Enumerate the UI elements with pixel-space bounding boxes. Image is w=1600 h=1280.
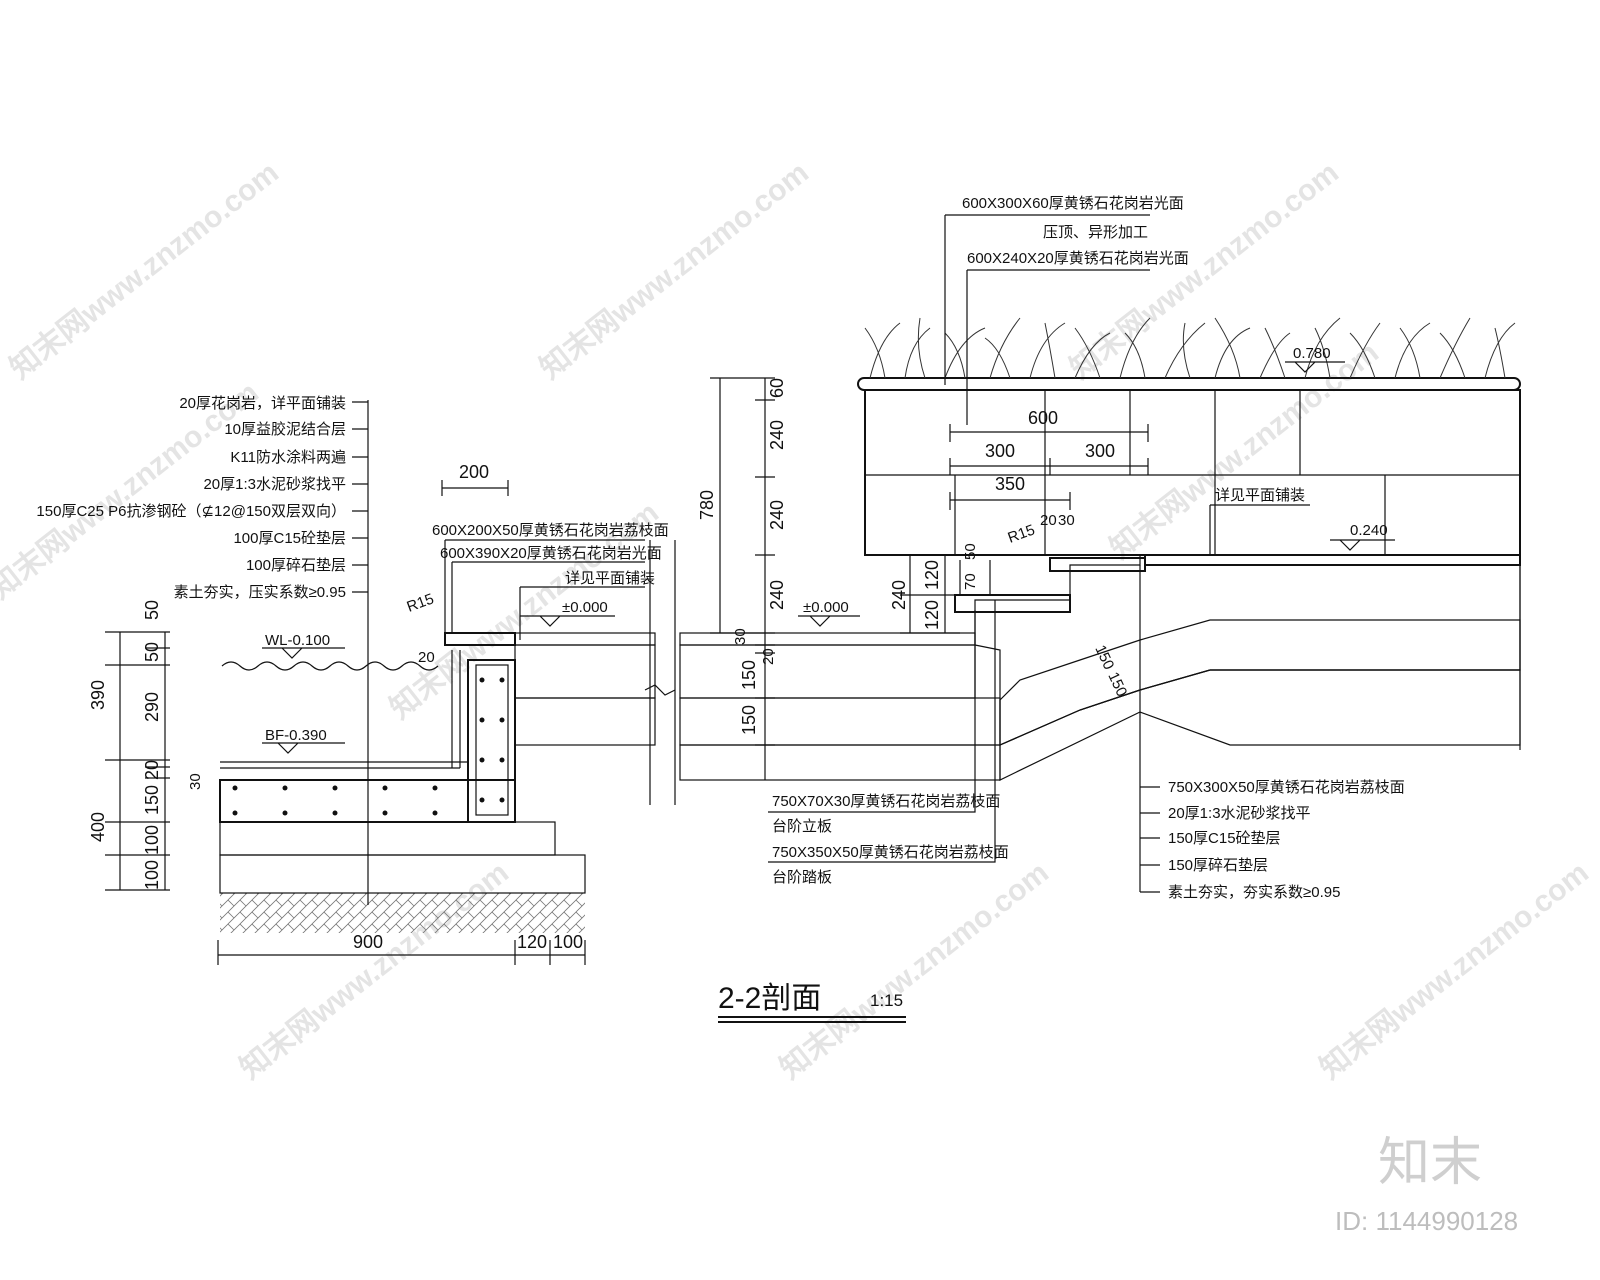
svg-text:750X300X50厚黄锈石花岗岩荔枝面: 750X300X50厚黄锈石花岗岩荔枝面 <box>1168 779 1405 796</box>
svg-text:50: 50 <box>142 600 162 620</box>
svg-text:150: 150 <box>739 660 759 690</box>
svg-text:240: 240 <box>767 580 787 610</box>
coping-notes: 600X200X50厚黄锈石花岗岩荔枝面 600X390X20厚黄锈石花岗岩光面… <box>405 462 669 666</box>
svg-text:150厚C25 P6抗渗钢砼（⊈12@150双层双向）: 150厚C25 P6抗渗钢砼（⊈12@150双层双向） <box>36 503 346 520</box>
svg-text:60: 60 <box>767 378 787 398</box>
svg-text:台阶立板: 台阶立板 <box>772 817 832 835</box>
svg-text:150: 150 <box>142 785 162 815</box>
dims-bottom: 900 120 100 <box>217 932 586 965</box>
svg-text:350: 350 <box>995 474 1025 494</box>
svg-text:详见平面铺装: 详见平面铺装 <box>1215 487 1305 504</box>
svg-text:BF-0.390: BF-0.390 <box>265 727 327 744</box>
svg-text:10厚益胶泥结合层: 10厚益胶泥结合层 <box>224 421 346 438</box>
watermark: 知末网www.znzmo.com <box>234 856 515 1086</box>
title-name: 2-2剖面 <box>718 982 821 1015</box>
svg-text:400: 400 <box>88 812 108 842</box>
svg-text:素土夯实，夯实系数≥0.95: 素土夯实，夯实系数≥0.95 <box>1168 884 1340 901</box>
svg-text:素土夯实，压实系数≥0.95: 素土夯实，压实系数≥0.95 <box>174 584 346 601</box>
svg-text:150: 150 <box>1091 643 1117 673</box>
svg-text:R15: R15 <box>405 590 437 615</box>
svg-text:300: 300 <box>1085 441 1115 461</box>
pool-section <box>219 400 586 933</box>
dims-left: 50 50 290 390 20 30 150 400 100 100 <box>88 600 204 891</box>
svg-text:300: 300 <box>985 441 1015 461</box>
svg-text:600X200X50厚黄锈石花岗岩荔枝面: 600X200X50厚黄锈石花岗岩荔枝面 <box>432 522 669 539</box>
svg-text:50: 50 <box>142 642 162 662</box>
title-scale: 1:15 <box>870 991 903 1010</box>
svg-text:20: 20 <box>142 760 162 780</box>
watermark: 知末网www.znzmo.com <box>534 156 815 386</box>
svg-text:30: 30 <box>187 773 204 790</box>
svg-text:20: 20 <box>1040 512 1057 529</box>
svg-text:详见平面铺装: 详见平面铺装 <box>565 570 655 587</box>
svg-text:20: 20 <box>760 648 777 665</box>
svg-text:压顶、异形加工: 压顶、异形加工 <box>1043 224 1148 241</box>
svg-text:100: 100 <box>142 860 162 890</box>
watermark: 知末网www.znzmo.com <box>1314 856 1595 1086</box>
svg-text:200: 200 <box>459 462 489 482</box>
svg-text:±0.000: ±0.000 <box>803 599 849 616</box>
svg-text:100: 100 <box>553 932 583 952</box>
svg-text:20厚1:3水泥砂浆找平: 20厚1:3水泥砂浆找平 <box>203 475 346 493</box>
svg-text:600X390X20厚黄锈石花岗岩光面: 600X390X20厚黄锈石花岗岩光面 <box>440 545 662 562</box>
top-notes: 600X300X60厚黄锈石花岗岩光面 压顶、异形加工 600X240X20厚黄… <box>944 195 1189 425</box>
svg-text:600X240X20厚黄锈石花岗岩光面: 600X240X20厚黄锈石花岗岩光面 <box>967 250 1189 267</box>
svg-text:30: 30 <box>1058 512 1075 529</box>
dims-top: 600 300 300 350 <box>949 408 1149 510</box>
svg-text:600X300X60厚黄锈石花岗岩光面: 600X300X60厚黄锈石花岗岩光面 <box>962 195 1184 212</box>
watermarks: 知末网www.znzmo.com 知末网www.znzmo.com 知末网www… <box>0 156 1595 1086</box>
svg-text:R15: R15 <box>1006 521 1038 546</box>
watermark: 知末网www.znzmo.com <box>4 156 285 386</box>
svg-text:150厚C15砼垫层: 150厚C15砼垫层 <box>1168 830 1281 847</box>
logo: 知末 <box>1378 1134 1482 1192</box>
planter-wall: 0.780 <box>857 317 1521 556</box>
dims-middle: 60 240 780 240 240 30 20 150 150 <box>697 377 787 780</box>
svg-text:20: 20 <box>418 649 435 666</box>
svg-text:120: 120 <box>922 560 942 590</box>
svg-text:150厚碎石垫层: 150厚碎石垫层 <box>1168 857 1268 874</box>
watermark: 知末网www.znzmo.com <box>774 856 1055 1086</box>
svg-text:750X350X50厚黄锈石花岗岩荔枝面: 750X350X50厚黄锈石花岗岩荔枝面 <box>772 844 1009 861</box>
svg-text:K11防水涂料两遍: K11防水涂料两遍 <box>230 449 346 466</box>
svg-text:0.240: 0.240 <box>1350 522 1388 539</box>
steps-and-right-paving: 详见平面铺装 0.240 R15 <box>954 487 1521 781</box>
svg-text:290: 290 <box>142 692 162 722</box>
svg-text:100厚C15砼垫层: 100厚C15砼垫层 <box>233 530 346 547</box>
svg-text:100: 100 <box>142 825 162 855</box>
drawing-title: 2-2剖面 1:15 <box>718 982 906 1023</box>
levels-left: WL-0.100 BF-0.390 ±0.000 <box>262 599 615 754</box>
svg-text:20厚1:3水泥砂浆找平: 20厚1:3水泥砂浆找平 <box>1168 804 1311 822</box>
svg-text:240: 240 <box>767 420 787 450</box>
svg-text:120: 120 <box>922 600 942 630</box>
svg-text:0.780: 0.780 <box>1293 345 1331 362</box>
svg-text:780: 780 <box>697 490 717 520</box>
svg-text:WL-0.100: WL-0.100 <box>265 632 330 649</box>
svg-text:900: 900 <box>353 932 383 952</box>
svg-text:120: 120 <box>517 932 547 952</box>
left-notes: 20厚花岗岩，详平面铺装 10厚益胶泥结合层 K11防水涂料两遍 20厚1:3水… <box>36 395 368 601</box>
svg-text:70: 70 <box>962 573 979 590</box>
svg-text:750X70X30厚黄锈石花岗岩荔枝面: 750X70X30厚黄锈石花岗岩荔枝面 <box>772 793 1000 810</box>
svg-text:±0.000: ±0.000 <box>562 599 608 616</box>
svg-text:240: 240 <box>889 580 909 610</box>
svg-text:100厚碎石垫层: 100厚碎石垫层 <box>246 557 346 574</box>
right-notes: 750X300X50厚黄锈石花岗岩荔枝面 20厚1:3水泥砂浆找平 150厚C1… <box>1139 565 1405 901</box>
svg-text:390: 390 <box>88 680 108 710</box>
watermark: 知末网www.znzmo.com <box>1104 336 1385 566</box>
svg-text:台阶踏板: 台阶踏板 <box>772 868 832 886</box>
svg-text:30: 30 <box>732 628 749 645</box>
svg-text:240: 240 <box>767 500 787 530</box>
svg-text:600: 600 <box>1028 408 1058 428</box>
id-label: ID: 1144990128 <box>1335 1206 1518 1236</box>
svg-text:50: 50 <box>962 543 979 560</box>
grass <box>864 317 1516 379</box>
svg-text:150: 150 <box>739 705 759 735</box>
svg-text:20厚花岗岩，详平面铺装: 20厚花岗岩，详平面铺装 <box>179 395 346 412</box>
step-notes: 750X70X30厚黄锈石花岗岩荔枝面 台阶立板 750X350X50厚黄锈石花… <box>768 600 1009 886</box>
